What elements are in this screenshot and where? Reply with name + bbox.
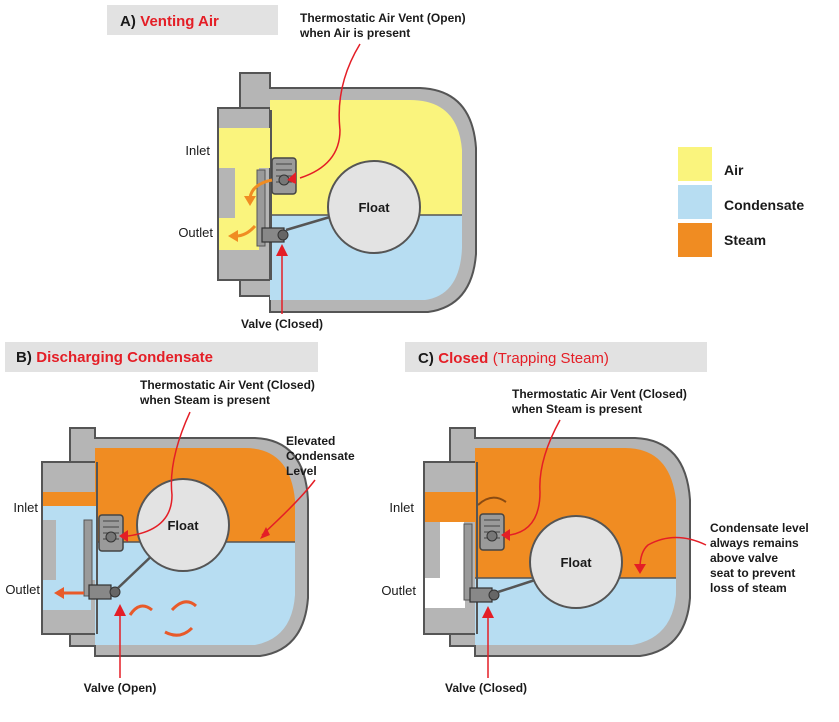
legend-label-steam: Steam <box>724 232 766 248</box>
panel-c-vent-pointer <box>509 419 561 536</box>
panel-c-thermostatic-air-vent <box>479 513 505 551</box>
panel-c-valve-label: Valve (Closed) <box>445 681 527 695</box>
panel-b-thermostatic-air-vent <box>98 514 124 552</box>
panel-b-main-valve <box>88 584 121 600</box>
panel-c-valve-stem <box>463 523 473 601</box>
panel-c-float-label: Float <box>560 555 592 570</box>
panel-c-level-pointer <box>639 536 707 569</box>
panel-c: C) Closed (Trapping Steam) <box>381 342 809 695</box>
panel-a-title: A) Venting Air <box>120 13 219 30</box>
panel-a-valve-label: Valve (Closed) <box>241 317 323 331</box>
panel-c-float <box>529 515 623 609</box>
panel-a-main-valve <box>261 227 289 243</box>
panel-b-trap-body: Float <box>41 427 309 657</box>
panel-b-inlet-condensate <box>43 506 97 520</box>
panel-b-level-pointer <box>261 479 316 536</box>
panel-a-valve-stem <box>256 169 266 247</box>
panel-b-valve-stem <box>83 519 93 597</box>
panel-a-air-flow-arrow <box>248 178 273 199</box>
panel-c-outlet-label: Outlet <box>381 583 416 598</box>
panel-c-vent-passage <box>440 522 464 578</box>
panel-a-inlet-port <box>219 128 271 168</box>
panel-b-swirl-arrow-1 <box>128 604 153 616</box>
panel-b-outlet-port <box>43 580 91 610</box>
legend: Air Condensate Steam <box>678 147 804 257</box>
panel-a-inlet-label: Inlet <box>185 143 210 158</box>
panel-c-steam-swirl-arrow <box>477 496 507 506</box>
panel-c-outlet-port <box>425 578 465 608</box>
panel-a-vent-passage <box>235 168 259 218</box>
panel-a-outlet-label: Outlet <box>178 225 213 240</box>
panel-b-header <box>5 342 318 372</box>
panel-b-inlet-label: Inlet <box>13 500 38 515</box>
legend-label-air: Air <box>724 162 744 178</box>
panel-a-vent-pointer <box>299 43 361 179</box>
legend-swatch-air <box>678 147 712 181</box>
panel-b-swirl-arrow-3 <box>164 626 194 637</box>
panel-c-inlet-steam <box>425 492 477 522</box>
panel-a-outlet-port <box>219 218 259 250</box>
panel-b-swirl-arrow-2 <box>170 600 198 612</box>
panel-c-vent-label: Thermostatic Air Vent (Closed)when Steam… <box>511 387 687 416</box>
panel-a: A) Venting Air <box>107 5 477 331</box>
panel-a-header <box>107 5 278 35</box>
panel-a-trap-body: Float <box>217 72 477 313</box>
panel-b-title: B) Discharging Condensate <box>16 349 213 366</box>
panel-b-outlet-label: Outlet <box>5 582 40 597</box>
panel-b-vent-pointer <box>127 411 191 537</box>
panel-c-header <box>405 342 707 372</box>
panel-a-vent-label: Thermostatic Air Vent (Open)when Air is … <box>299 11 466 40</box>
legend-swatch-condensate <box>678 185 712 219</box>
panel-c-trap-body: Float <box>423 427 691 657</box>
panel-c-inlet-label: Inlet <box>389 500 414 515</box>
panel-a-float <box>327 160 421 254</box>
panel-b-inlet-steam <box>43 492 97 506</box>
panel-b-valve-label: Valve (Open) <box>84 681 157 695</box>
panel-c-main-valve <box>469 587 500 603</box>
panel-b-float <box>136 478 230 572</box>
panel-c-float-lever <box>497 578 536 594</box>
panel-b-vent-label: Thermostatic Air Vent (Closed)when Steam… <box>139 378 315 407</box>
panel-a-float-label: Float <box>358 200 390 215</box>
panel-b-float-label: Float <box>167 518 199 533</box>
legend-swatch-steam <box>678 223 712 257</box>
legend-label-condensate: Condensate <box>724 197 804 213</box>
panel-c-title: C) Closed (Trapping Steam) <box>418 350 609 367</box>
panel-b: B) Discharging Condensate <box>5 342 355 695</box>
